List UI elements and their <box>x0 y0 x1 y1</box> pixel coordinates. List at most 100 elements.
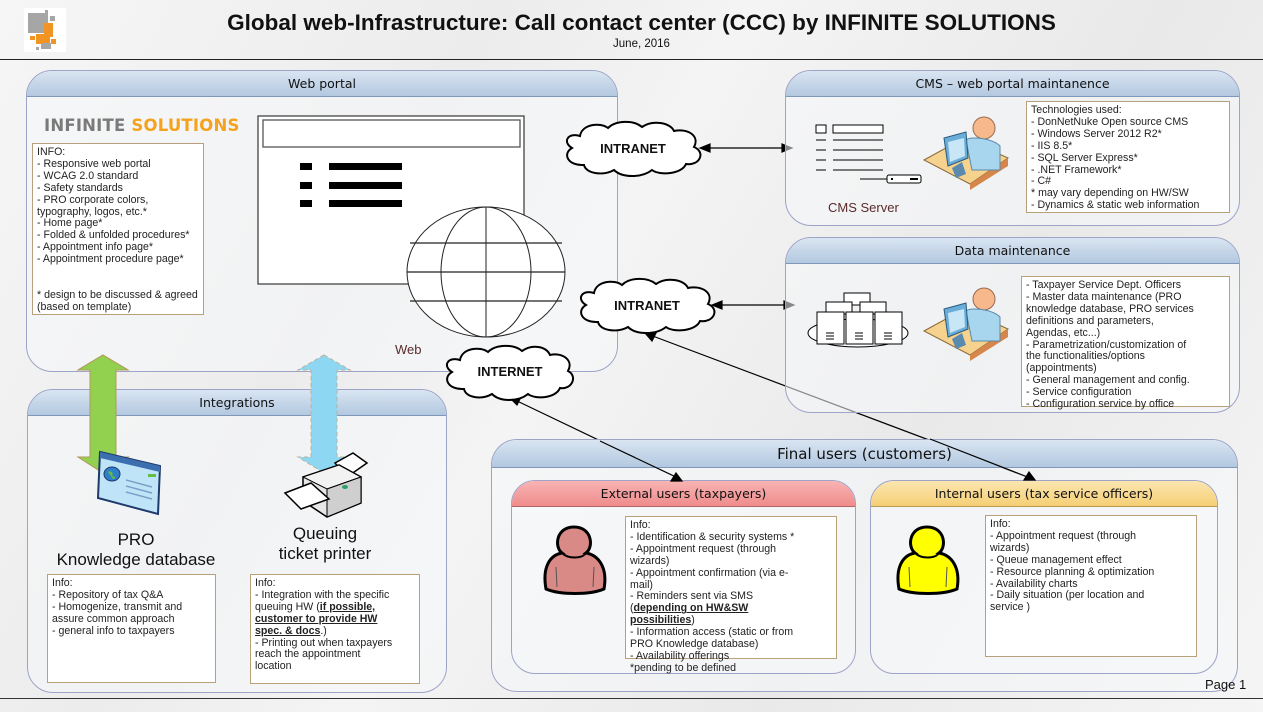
info-line: - .NET Framework* <box>1031 163 1122 176</box>
info-line: - Queue management effect <box>990 553 1122 566</box>
brand-text-gray: INFINITE <box>44 116 126 135</box>
intranet-cloud-1-icon: INTRANET <box>565 120 702 177</box>
info-line: - C# <box>1031 175 1052 188</box>
caption-line: ticket printer <box>278 544 372 563</box>
info-line: reach the appointment <box>255 648 361 661</box>
info-line: (based on template) <box>37 300 132 313</box>
info-line: service ) <box>990 601 1031 614</box>
info-line: - Safety standards <box>37 181 123 194</box>
info-line: - Integration with the specific <box>255 588 390 601</box>
web-portal-title: Web portal <box>27 71 617 97</box>
info-line: - Windows Server 2012 R2* <box>1031 127 1162 140</box>
ticket-printer-caption: Queuing ticket printer <box>250 524 400 564</box>
info-text: .) <box>320 624 327 637</box>
footer-divider <box>0 698 1263 699</box>
info-line: - Appointment info page* <box>37 241 154 254</box>
header-divider <box>0 59 1263 60</box>
info-line: - Availability offerings <box>630 649 730 662</box>
company-logo-squares-icon <box>24 8 66 52</box>
info-line: Technologies used: <box>1031 104 1122 116</box>
info-emphasis: spec. & docs <box>255 624 321 637</box>
person-at-desk-icon <box>922 287 1010 361</box>
globe-icon <box>406 206 566 338</box>
web-caption: Web <box>395 342 422 357</box>
info-line: wizards) <box>990 541 1030 554</box>
info-line: - Resource planning & optimization <box>990 565 1155 578</box>
info-line: location <box>255 660 292 673</box>
caption-line: Knowledge database <box>56 550 216 569</box>
knowledge-db-caption: PRO Knowledge database <box>46 530 226 570</box>
info-line: queuing HW (if possible, <box>255 600 415 614</box>
knowledge-database-browser-icon <box>96 450 162 516</box>
info-line: - Dynamics & static web information <box>1031 199 1200 212</box>
info-line: - Home page* <box>37 217 103 230</box>
info-line: - Availability charts <box>990 577 1078 590</box>
caption-line: PRO <box>117 530 155 549</box>
internal-users-title: Internal users (tax service officers) <box>871 481 1217 507</box>
brand-text-orange: SOLUTIONS <box>131 116 240 135</box>
info-text: ( <box>630 602 634 615</box>
info-line: Info: <box>52 577 73 589</box>
info-line: - Parametrization/customization of <box>1026 338 1187 351</box>
integrations-title: Integrations <box>28 390 446 416</box>
info-line: - SQL Server Express* <box>1031 151 1138 164</box>
info-emphasis: if possible, <box>319 600 376 613</box>
internet-label: INTERNET <box>478 364 543 379</box>
external-users-title: External users (taxpayers) <box>512 481 855 507</box>
external-user-person-icon <box>543 525 607 595</box>
info-line: possibilities) <box>630 614 832 627</box>
infinite-solutions-logo: INFINITE SOLUTIONS <box>44 116 240 135</box>
intranet-label-2: INTRANET <box>614 298 680 313</box>
info-line: - Appointment confirmation (via e- <box>630 566 789 579</box>
info-text: ) <box>691 614 695 627</box>
info-line: - Identification & security systems * <box>630 530 795 543</box>
info-line: knowledge database, PRO services <box>1026 302 1194 315</box>
person-at-desk-icon <box>922 116 1010 190</box>
intranet-cloud-2-icon: INTRANET <box>579 277 716 334</box>
page-subtitle-date: June, 2016 <box>613 38 670 50</box>
info-line: - Reminders sent via SMS <box>630 590 754 603</box>
cms-server-caption: CMS Server <box>828 200 899 215</box>
info-line: (appointments) <box>1026 362 1097 375</box>
info-line: *pending to be defined <box>630 661 737 674</box>
knowledge-db-info-box: Info: - Repository of tax Q&A - Homogeni… <box>47 574 216 683</box>
info-line: - Folded & unfolded procedures* <box>37 229 190 242</box>
info-line: - WCAG 2.0 standard <box>37 169 139 182</box>
final-users-title: Final users (customers) <box>492 440 1237 468</box>
cms-server-icon <box>815 124 922 184</box>
internal-user-person-icon <box>896 525 960 595</box>
cms-panel-title: CMS – web portal maintanence <box>786 71 1239 97</box>
info-line: - Printing out when taxpayers <box>255 636 393 649</box>
page-number: Page 1 <box>1205 677 1247 692</box>
ticket-printer-info-box: Info: - Integration with the specific qu… <box>250 574 420 684</box>
info-line: Info: <box>255 577 276 589</box>
data-maintenance-info-box: - Taxpayer Service Dept. Officers - Mast… <box>1021 276 1230 410</box>
info-line: - Repository of tax Q&A <box>52 588 164 601</box>
info-line: * design to be discussed & agreed <box>37 288 198 301</box>
info-line: - Homogenize, transmit and <box>52 600 183 613</box>
info-line: wizards) <box>630 554 670 567</box>
caption-line: Queuing <box>292 524 358 543</box>
info-emphasis: depending on HW&SW <box>633 602 749 615</box>
info-line: - Daily situation (per location and <box>990 589 1145 602</box>
info-line: spec. & docs.) <box>255 624 415 638</box>
info-line: - Responsive web portal <box>37 157 151 170</box>
info-line: - General management and config. <box>1026 374 1190 387</box>
info-line: the functionalities/options <box>1026 350 1145 363</box>
info-line: - PRO corporate colors, <box>37 193 149 206</box>
info-line: - Taxpayer Service Dept. Officers <box>1026 279 1182 291</box>
data-maintenance-title: Data maintenance <box>786 238 1239 264</box>
info-line: Agendas, etc...) <box>1026 326 1101 339</box>
info-line: PRO Knowledge database) <box>630 638 759 651</box>
intranet-label-1: INTRANET <box>600 141 666 156</box>
page-title: Global web-Infrastructure: Call contact … <box>227 10 1056 35</box>
info-line: (depending on HW&SW <box>630 602 832 615</box>
info-line: Info: <box>990 518 1011 530</box>
info-line: * may vary depending on HW/SW <box>1031 187 1189 200</box>
server-cluster-icon <box>807 292 909 348</box>
ticket-printer-icon <box>283 452 369 518</box>
info-line: - DonNetNuke Open source CMS <box>1031 115 1189 128</box>
info-line: - Appointment request (through <box>990 529 1137 542</box>
info-emphasis: possibilities <box>630 614 692 627</box>
info-line: - Appointment procedure page* <box>37 253 184 266</box>
